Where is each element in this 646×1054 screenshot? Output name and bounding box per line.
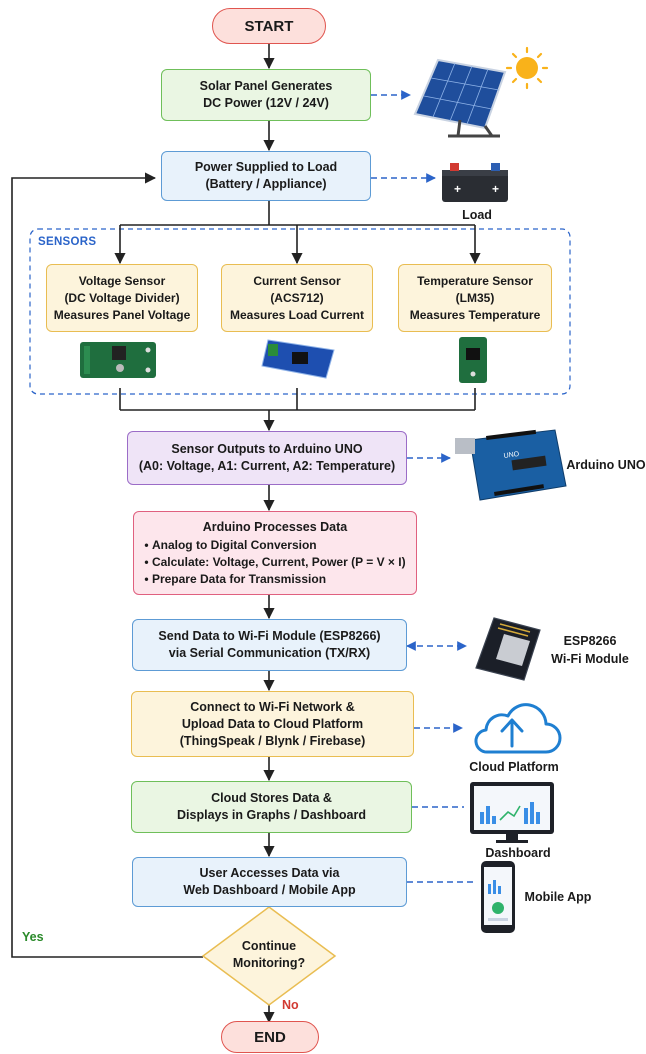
current-line-1: Current Sensor (253, 273, 341, 288)
solar-line-1: Solar Panel Generates (199, 79, 333, 93)
decision-line-1: Continue (241, 939, 297, 953)
mobile-label: Mobile App (524, 890, 592, 904)
wifi-send-line-1: Send Data to Wi-Fi Module (ESP8266) (158, 629, 381, 643)
connect-upload-step: Connect to Wi-Fi Network & Upload Data t… (131, 691, 414, 757)
dashboard-label: Dashboard (485, 846, 551, 860)
wifi-send-line-2: via Serial Communication (TX/RX) (168, 646, 371, 660)
arduino-input-line-1: Sensor Outputs to Arduino UNO (171, 442, 363, 456)
cloud-upload-icon (474, 703, 562, 754)
load-label: Load (462, 208, 492, 222)
user-access-step: User Accesses Data via Web Dashboard / M… (132, 857, 407, 907)
end-label: END (254, 1028, 286, 1046)
processing-item: Prepare Data for Transmission (144, 571, 405, 588)
end-terminal: END (221, 1021, 319, 1053)
user-line-1: User Accesses Data via (199, 866, 340, 880)
decision-diamond (201, 906, 337, 1006)
temperature-sensor-box: Temperature Sensor (LM35) Measures Tempe… (398, 264, 552, 332)
processing-title: Arduino Processes Data (202, 519, 348, 534)
arduino-input-step: Sensor Outputs to Arduino UNO (A0: Volta… (127, 431, 407, 485)
esp8266-module-icon (475, 617, 541, 681)
voltage-line-3: Measures Panel Voltage (53, 307, 191, 322)
sensors-title: SENSORS (38, 236, 97, 248)
cloud-store-step: Cloud Stores Data & Displays in Graphs /… (131, 781, 412, 833)
svg-text:+: + (454, 182, 461, 196)
dashboard-monitor-icon (470, 782, 554, 843)
connect-line-2: Upload Data to Cloud Platform (181, 716, 364, 731)
user-line-2: Web Dashboard / Mobile App (183, 883, 356, 897)
connect-line-3: (ThingSpeak / Blynk / Firebase) (179, 733, 366, 748)
esp-label-line-1: ESP8266 (563, 634, 617, 648)
temperature-sensor-board-icon (459, 337, 487, 383)
current-line-2: (ACS712) (270, 290, 324, 305)
cloud-label: Cloud Platform (469, 760, 559, 774)
power-line-2: (Battery / Appliance) (205, 177, 327, 191)
processing-item: Analog to Digital Conversion (144, 537, 405, 554)
solar-step: Solar Panel Generates DC Power (12V / 24… (161, 69, 371, 121)
power-line-1: Power Supplied to Load (194, 160, 338, 174)
temperature-line-3: Measures Temperature (409, 307, 541, 322)
arduino-label: Arduino UNO (566, 458, 646, 472)
esp-label: ESP8266 Wi-Fi Module (540, 632, 640, 668)
connect-line-1: Connect to Wi-Fi Network & (190, 699, 355, 714)
voltage-sensor-board-icon (80, 342, 156, 378)
processing-item: Calculate: Voltage, Current, Power (P = … (144, 554, 406, 571)
no-label: No (282, 998, 299, 1012)
voltage-line-1: Voltage Sensor (78, 273, 166, 288)
battery-icon: + + (442, 163, 508, 202)
current-sensor-box: Current Sensor (ACS712) Measures Load Cu… (221, 264, 373, 332)
processing-step: Arduino Processes Data Analog to Digital… (133, 511, 417, 595)
mobile-phone-icon (481, 861, 515, 933)
arduino-board-icon: UNO (455, 429, 567, 501)
start-terminal: START (212, 8, 326, 44)
yes-label: Yes (22, 930, 44, 944)
current-line-3: Measures Load Current (229, 307, 365, 322)
wifi-send-step: Send Data to Wi-Fi Module (ESP8266) via … (132, 619, 407, 671)
start-label: START (244, 17, 294, 35)
sun-icon (505, 46, 549, 90)
decision-label: Continue Monitoring? (201, 905, 337, 1005)
svg-text:UNO: UNO (503, 451, 520, 460)
solar-panel-icon (413, 58, 507, 138)
power-step: Power Supplied to Load (Battery / Applia… (161, 151, 371, 201)
cloud-store-line-1: Cloud Stores Data & (211, 791, 332, 805)
temperature-line-2: (LM35) (455, 290, 495, 305)
decision-line-2: Monitoring? (232, 956, 306, 970)
processing-list: Analog to Digital Conversion Calculate: … (144, 537, 406, 588)
arduino-input-line-2: (A0: Voltage, A1: Current, A2: Temperatu… (138, 459, 396, 473)
cloud-store-line-2: Displays in Graphs / Dashboard (177, 808, 366, 822)
current-sensor-board-icon (261, 339, 335, 379)
esp-label-line-2: Wi-Fi Module (551, 652, 629, 666)
sensors-region (29, 228, 571, 395)
temperature-line-1: Temperature Sensor (417, 273, 533, 288)
voltage-sensor-box: Voltage Sensor (DC Voltage Divider) Meas… (46, 264, 198, 332)
solar-line-2: DC Power (12V / 24V) (203, 96, 329, 110)
voltage-line-2: (DC Voltage Divider) (64, 290, 180, 305)
svg-text:+: + (492, 182, 499, 196)
